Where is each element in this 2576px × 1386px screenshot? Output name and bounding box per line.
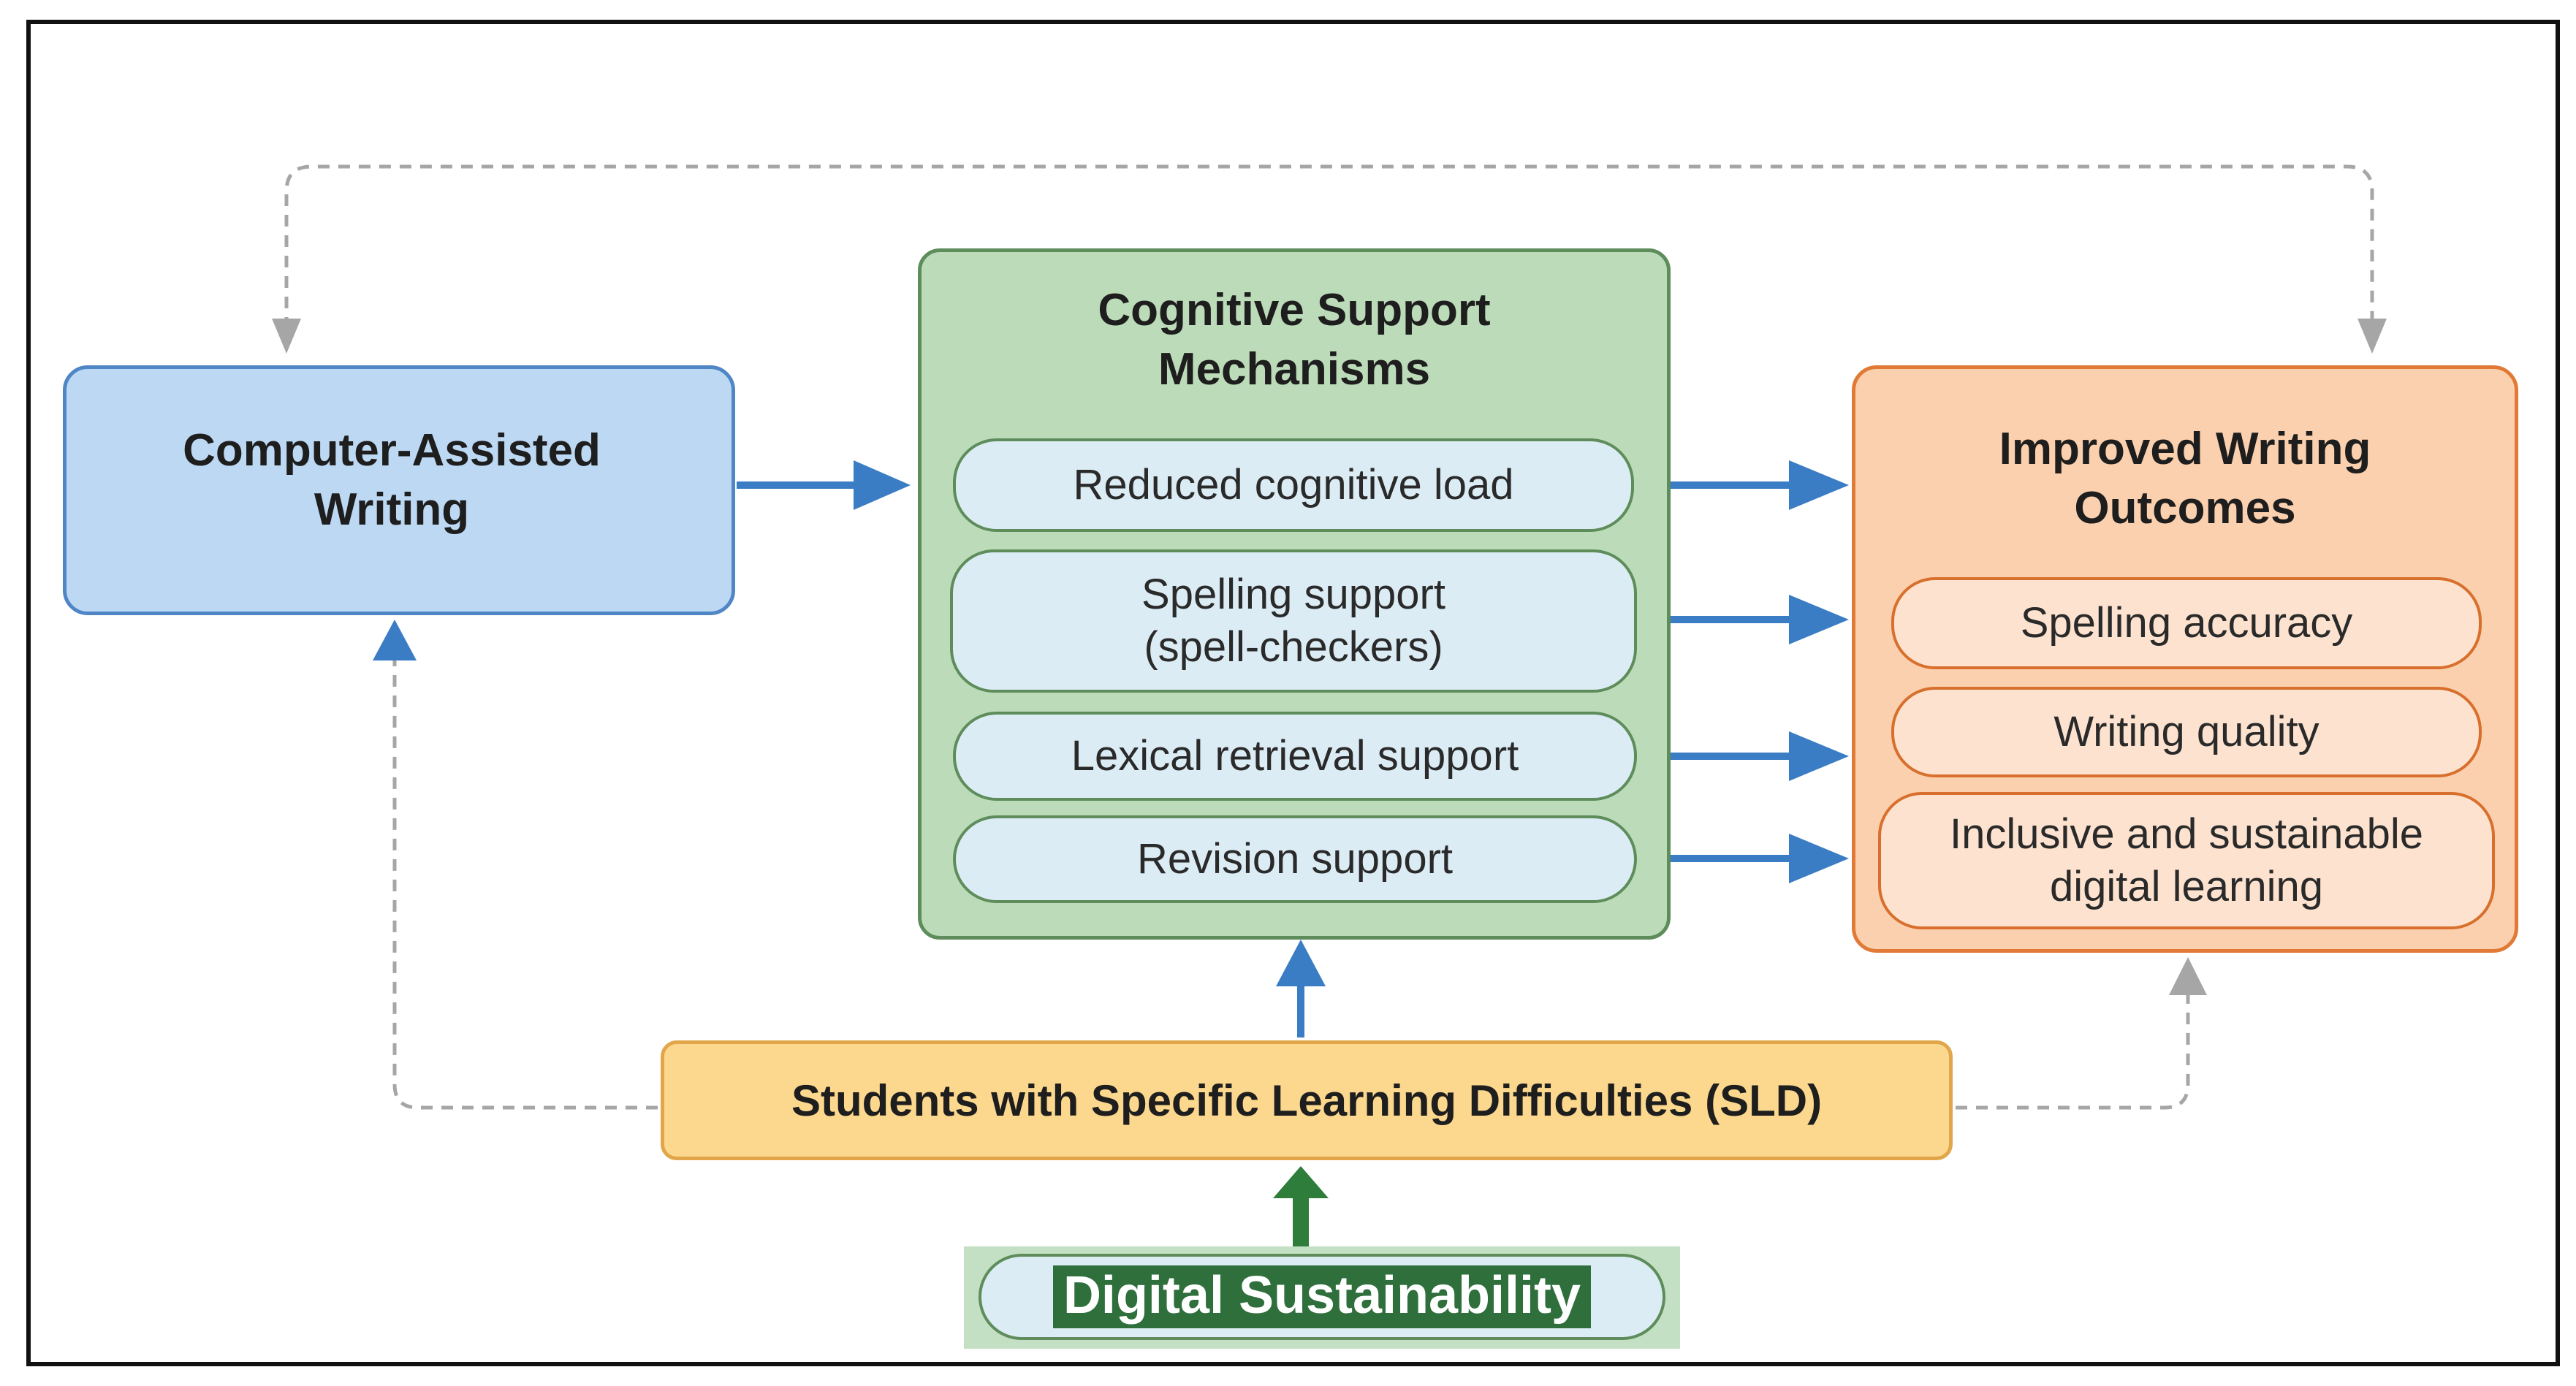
digital-sustainability-panel: Digital Sustainability bbox=[964, 1246, 1680, 1349]
csm-item-revision-support: Revision support bbox=[953, 815, 1637, 903]
computer-assisted-writing-box: Computer-Assisted Writing bbox=[63, 365, 735, 615]
digital-sustainability-pill: Digital Sustainability bbox=[979, 1254, 1665, 1340]
students-sld-box: Students with Specific Learning Difficul… bbox=[661, 1040, 1953, 1160]
csm-item-reduced-cognitive-load: Reduced cognitive load bbox=[953, 438, 1634, 532]
computer-assisted-writing-title: Computer-Assisted Writing bbox=[183, 425, 601, 535]
improved-writing-outcomes-title: Improved Writing Outcomes bbox=[1999, 424, 2371, 533]
outcome-writing-quality: Writing quality bbox=[1891, 687, 2482, 777]
students-sld-label: Students with Specific Learning Difficul… bbox=[791, 1075, 1823, 1125]
csm-item-spelling-support: Spelling support (spell-checkers) bbox=[950, 549, 1637, 693]
outcome-inclusive-digital-learning: Inclusive and sustainable digital learni… bbox=[1878, 792, 2495, 929]
outcome-spelling-accuracy: Spelling accuracy bbox=[1891, 577, 2482, 669]
cognitive-support-title: Cognitive Support Mechanisms bbox=[1098, 285, 1491, 395]
csm-item-lexical-retrieval: Lexical retrieval support bbox=[953, 712, 1637, 801]
digital-sustainability-label: Digital Sustainability bbox=[1052, 1265, 1592, 1328]
